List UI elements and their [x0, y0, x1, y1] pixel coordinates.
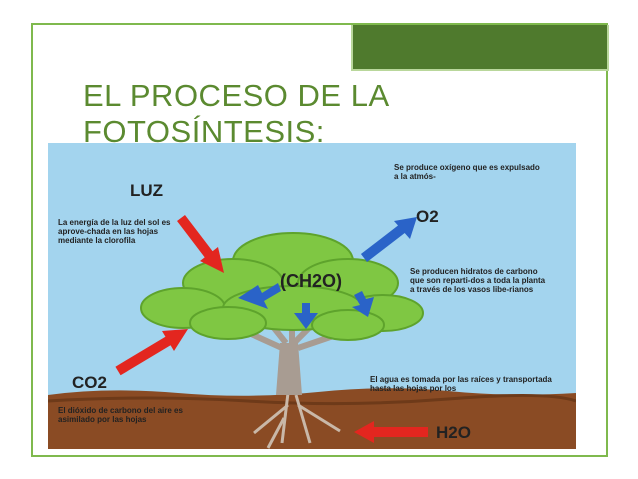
- o2-arrow: [360, 217, 417, 262]
- slide-header-tab: [351, 25, 609, 71]
- o2-label: O2: [416, 207, 439, 226]
- diagram-illustration: [48, 143, 576, 449]
- co2-label: CO2: [72, 373, 107, 392]
- co2-arrow: [115, 329, 188, 376]
- h2o-description: El agua es tomada por las raíces y trans…: [370, 375, 552, 393]
- ch2o-label: (CH2O): [280, 271, 342, 291]
- luz-description: La energía de la luz del sol es aprove-c…: [58, 218, 171, 245]
- luz-label: LUZ: [130, 181, 164, 200]
- ch2o-distribution-arrows: [238, 283, 374, 329]
- luz-arrow: [177, 214, 224, 273]
- co2-description: El dióxido de carbono del aire es asimil…: [58, 406, 183, 424]
- h2o-label: H2O: [436, 423, 471, 442]
- ch2o-description: Se producen hidratos de carbono que son …: [410, 267, 546, 294]
- o2-description: Se produce oxígeno que es expulsado a la…: [394, 163, 540, 181]
- tree-roots: [253, 392, 341, 449]
- soil-edge: [48, 393, 576, 406]
- soil-ground: [48, 388, 576, 449]
- h2o-arrow: [354, 421, 428, 443]
- photosynthesis-diagram: LUZ La energía de la luz del sol es apro…: [48, 143, 576, 449]
- slide-title: EL PROCESO DE LA FOTOSÍNTESIS:: [83, 78, 390, 149]
